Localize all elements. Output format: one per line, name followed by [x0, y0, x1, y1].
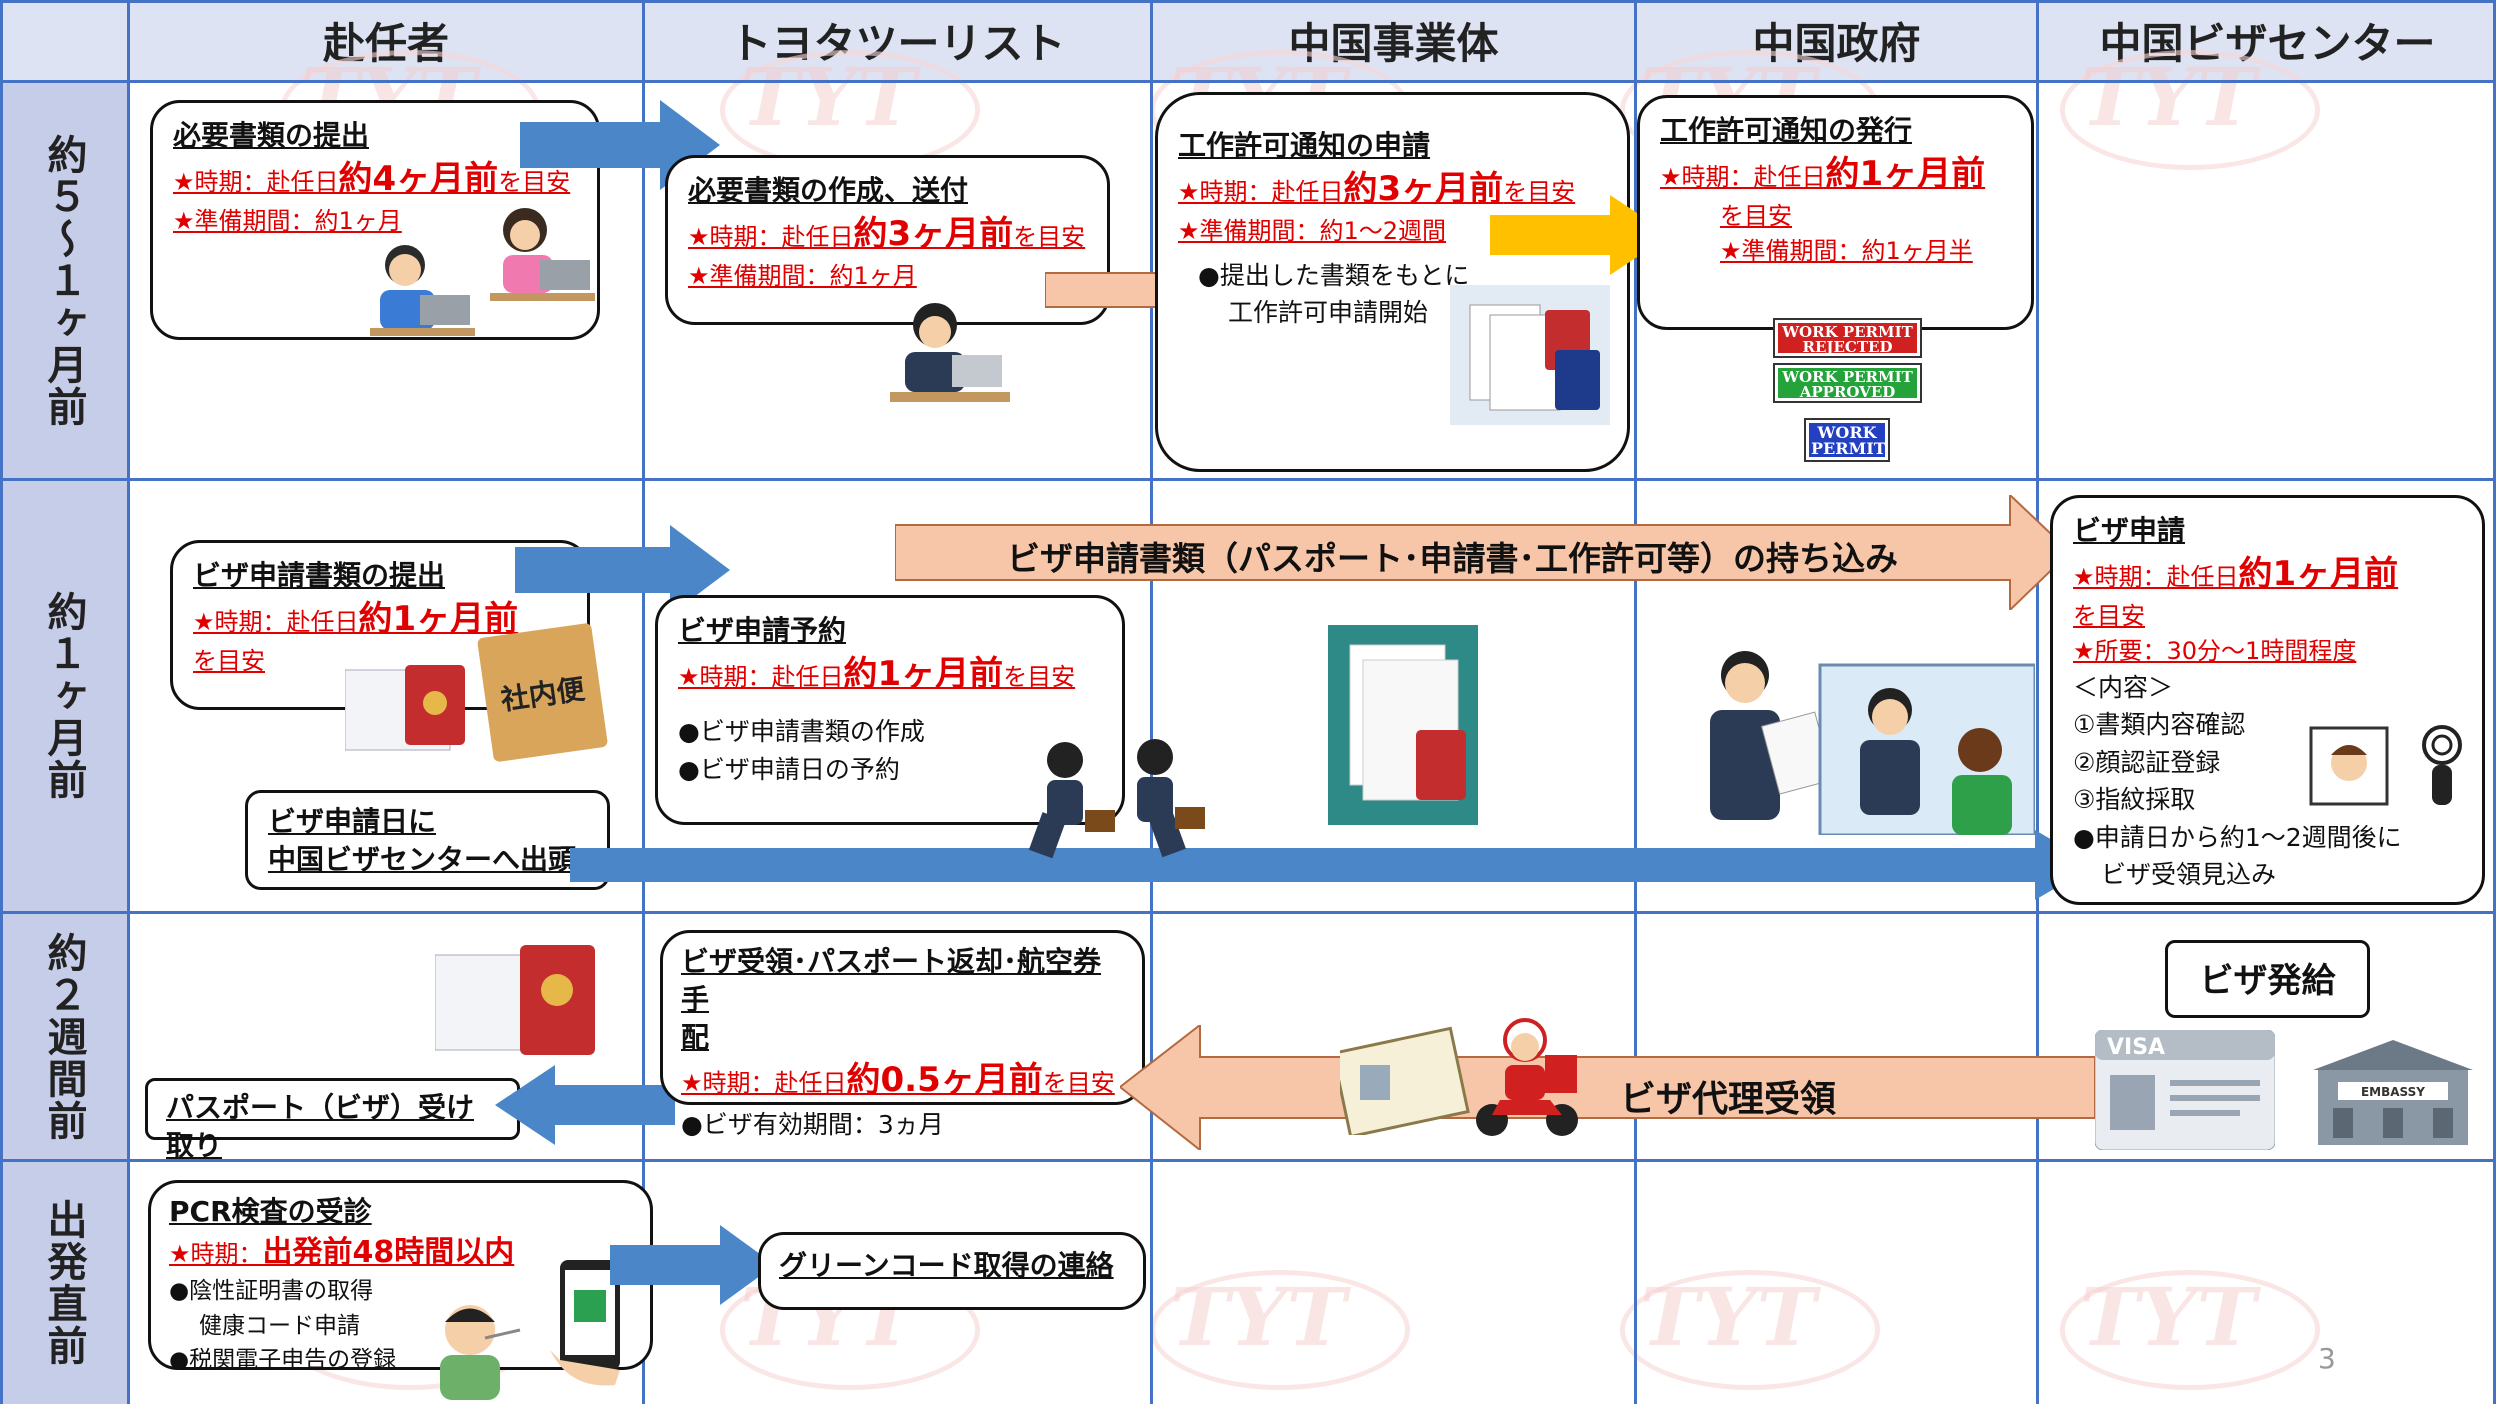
corner-cell [0, 0, 127, 80]
stamp-work-permit: WORK PERMIT [1806, 420, 1888, 460]
row-header-just-before: 出発直前 [0, 1162, 127, 1404]
running-business-people-icon [1028, 739, 1205, 859]
embassy-building-icon: EMBASSY [2313, 1040, 2473, 1145]
businessman-laptop-icon [890, 303, 1010, 402]
face-recognition-icon [2309, 726, 2389, 806]
banner-arrow-document-carry [895, 495, 2070, 610]
row3-visa-issue-box: ビザ発給 [2165, 940, 2370, 1018]
proxy-receipt-label: ビザ代理受領 [1620, 1079, 1837, 1120]
arrow-r4-expat-to-tyt [610, 1225, 775, 1305]
stamp-approved: WORK PERMIT APPROVED [1775, 365, 1920, 401]
arrow-r3-visa-center-to-tyt [1120, 1025, 2095, 1150]
page-number: 3 [2318, 1342, 2336, 1375]
officer-counter-icon [1710, 651, 2035, 835]
row4-tyt-box: グリーンコード取得の連絡 [758, 1232, 1146, 1310]
passport-docs-icon [345, 665, 465, 751]
arrow-r1-entity-to-gov [1490, 195, 1670, 275]
pcr-test-person-icon [440, 1305, 521, 1400]
svg-text:EMBASSY: EMBASSY [2361, 1085, 2425, 1099]
fingerprint-icon [2422, 725, 2462, 805]
arrow-r3-tyt-to-expat [495, 1065, 675, 1145]
passport-open-icon [435, 945, 595, 1055]
row-header-1-month: 約１ヶ月前 [0, 481, 127, 911]
passport-visa-icon [1340, 1026, 1470, 1135]
row1-gov-box: 工作許可通知の発行 ★時期：赴任日約1ヶ月前 を目安 ★準備期間：約1ヶ月半 [1637, 95, 2034, 330]
svg-text:VISA: VISA [2107, 1035, 2165, 1060]
row-header-5to1-months: 約５～１ヶ月前 [0, 83, 127, 478]
row-header-2-weeks: 約２週間前 [0, 914, 127, 1159]
row2-visa-appearance-box: ビザ申請日に 中国ビザセンターへ出頭 [245, 790, 610, 890]
row1-tyt-box: 必要書類の作成、送付 ★時期：赴任日約3ヶ月前を目安 ★準備期間：約1ヶ月 [665, 155, 1110, 325]
documents-passport-icon [1450, 285, 1610, 425]
row3-expat-box: パスポート（ビザ）受け取り [145, 1078, 520, 1162]
row2-visa-center-box: ビザ申請 ★時期：赴任日約1ヶ月前 を目安 ★所要：30分～1時間程度 ＜内容＞… [2050, 495, 2485, 905]
banner-text: ビザ申請書類（パスポート･申請書･工作許可等）の持ち込み [1007, 539, 1898, 578]
parcel-icon: 社内便 [476, 622, 609, 763]
row1-expat-timing: ★時期：赴任日約4ヶ月前を目安 [173, 158, 571, 199]
row3-tyt-box: ビザ受領･パスポート返却･航空券手 配 ★時期：赴任日約0.5ヶ月前を目安 ●ビ… [660, 930, 1145, 1139]
person-laptop-icon [370, 245, 475, 336]
visa-card-icon: VISA [2095, 1030, 2275, 1150]
arrow-r2-expat-to-tyt [515, 525, 730, 615]
row2-tyt-box: ビザ申請予約 ★時期：赴任日約1ヶ月前を目安 ●ビザ申請書類の作成 ●ビザ申請日… [655, 595, 1125, 825]
stamp-rejected: WORK PERMIT REJECTED [1775, 320, 1920, 356]
delivery-scooter-icon [1476, 1018, 1578, 1136]
arrow-r2-expat-to-visa-center [570, 830, 2095, 900]
row1-entity-box: 工作許可通知の申請 ★時期：赴任日約3ヶ月前を目安 ★準備期間：約1～2週間 ●… [1155, 92, 1630, 472]
woman-laptop-icon [490, 208, 595, 301]
application-documents-icon [1328, 625, 1478, 825]
smartphone-qr-icon [550, 1260, 620, 1386]
